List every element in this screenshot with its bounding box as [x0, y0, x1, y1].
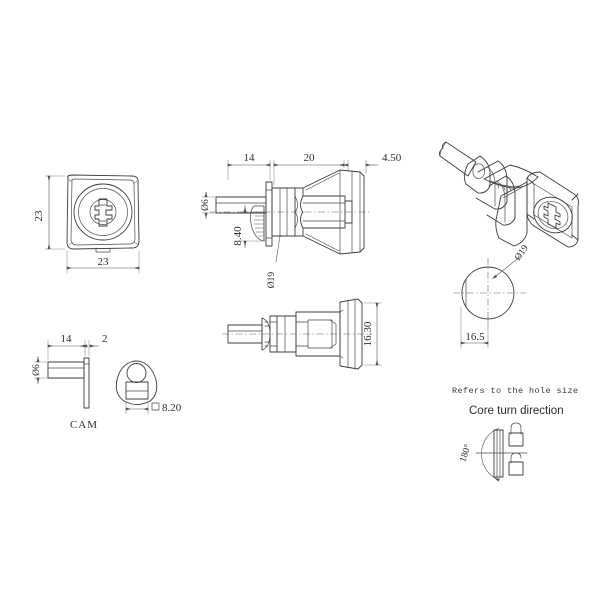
hole-dim-flat-width: 16.5 [465, 331, 485, 343]
cam-label: CAM [70, 419, 98, 431]
view-side-bottom: 16.30 [222, 298, 382, 370]
side-dim-bezel-thickness: 4.50 [382, 152, 402, 164]
side-dim-barrel-diameter: Ø19 [267, 272, 277, 289]
side-dim-cam-offset: 8.40 [232, 226, 244, 246]
hole-size-caption: Refers to the hole size [452, 386, 579, 396]
view-core-turn: 180° [458, 422, 528, 482]
cam-dim-shaft-diameter: Ø6 [32, 364, 42, 376]
view-cam-detail: 14 2 Ø6 CAM [32, 333, 108, 431]
padlock-closed-icon [508, 422, 524, 447]
front-dim-height: 23 [33, 210, 45, 222]
side-dim-body-length: 20 [304, 152, 316, 164]
view-hole-size: Ø19 16.5 [453, 243, 531, 348]
core-turn-angle: 180° [458, 443, 474, 464]
view-front: 23 23 [33, 174, 140, 273]
side-dim-shaft-diameter: Ø6 [201, 199, 211, 211]
side-bottom-dim-bezel-height: 16.30 [362, 321, 374, 346]
front-dim-width: 23 [98, 256, 110, 268]
view-isometric [438, 141, 579, 248]
cam-dim-length: 14 [61, 333, 73, 345]
view-key-fob: 8.20 [115, 360, 182, 414]
view-side-top: 14 20 4.50 Ø6 8.40 Ø19 [201, 152, 402, 288]
hole-dim-diameter: Ø19 [513, 243, 531, 262]
core-turn-title: Core turn direction [469, 405, 564, 417]
side-dim-cam-length: 14 [244, 152, 256, 164]
key-fob-dim-square-hole: 8.20 [162, 402, 182, 414]
cam-dim-thickness: 2 [102, 333, 108, 345]
padlock-open-icon [508, 452, 524, 476]
